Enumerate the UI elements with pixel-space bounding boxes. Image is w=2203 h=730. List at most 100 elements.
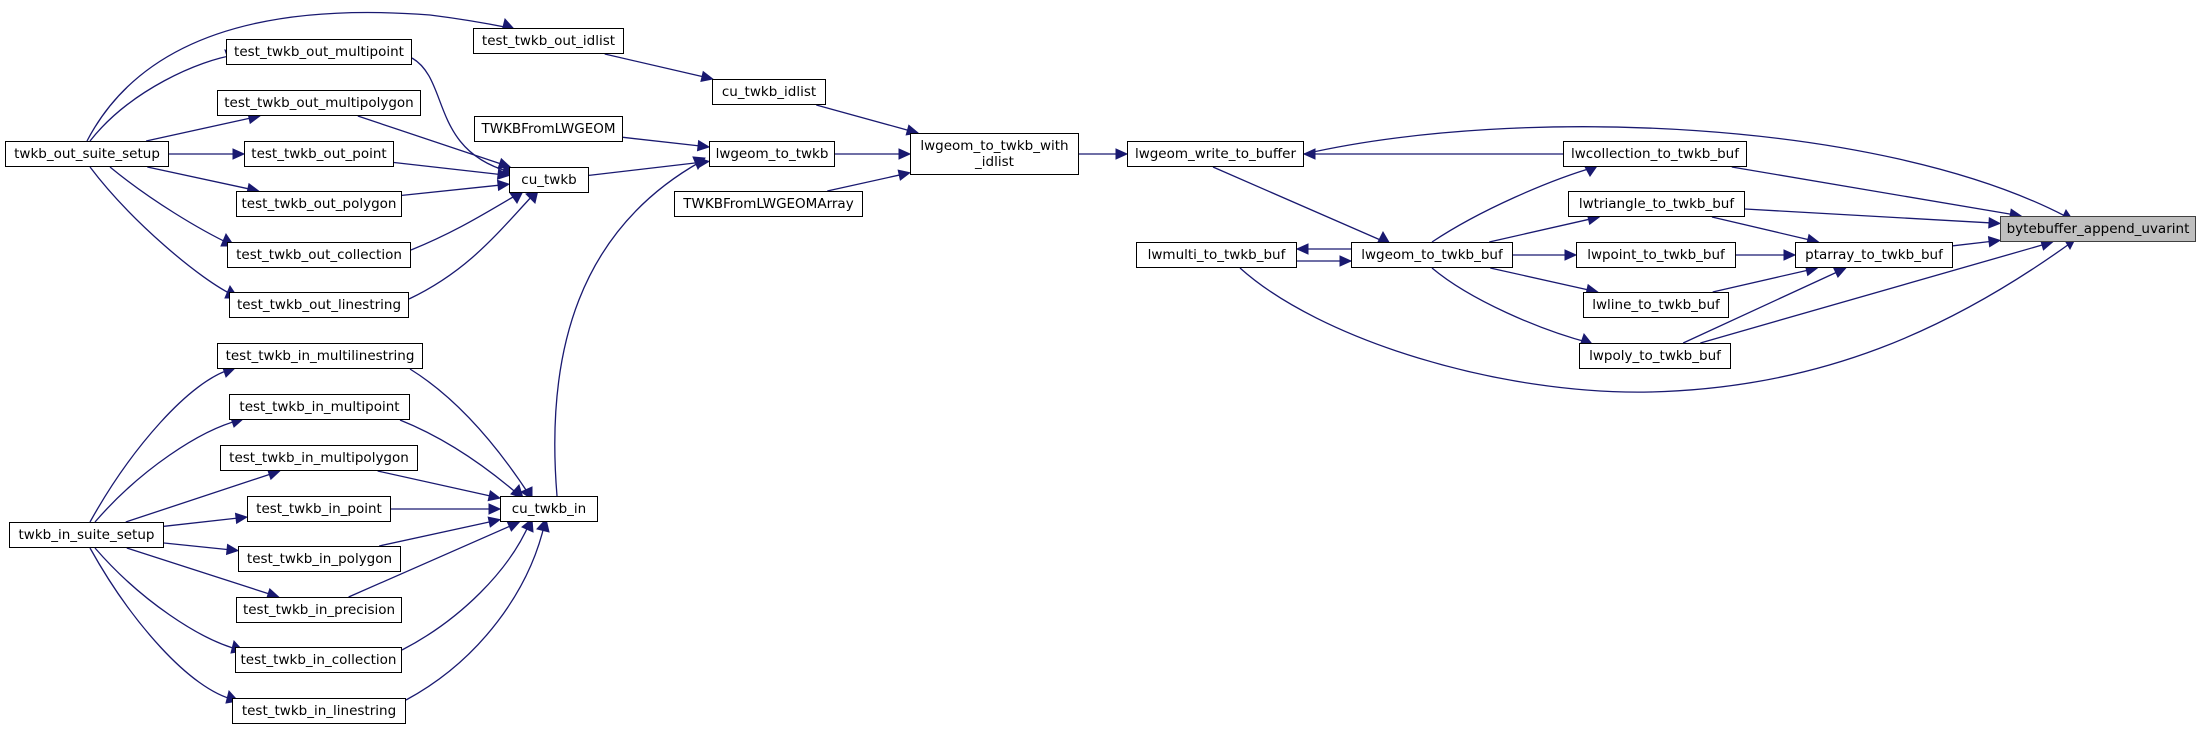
edge-test_twkb_in_multipoint-to-cu_twkb_in — [399, 419, 524, 499]
node-test_twkb_out_multipolygon[interactable]: test_twkb_out_multipolygon — [217, 90, 421, 116]
node-cu_twkb_idlist[interactable]: cu_twkb_idlist — [712, 79, 826, 105]
edge-line — [408, 192, 536, 300]
edge-arrowhead — [700, 70, 714, 83]
edge-line — [1952, 240, 1990, 247]
node-cu_twkb[interactable]: cu_twkb — [509, 167, 589, 193]
node-lwgeom_to_twkb_buf[interactable]: lwgeom_to_twkb_buf — [1351, 242, 1513, 268]
node-twkb_in_suite_setup[interactable]: twkb_in_suite_setup — [9, 522, 164, 548]
edge-twkb_out_suite_setup-to-test_twkb_out_multipoint — [89, 49, 239, 142]
node-test_twkb_out_multipoint[interactable]: test_twkb_out_multipoint — [226, 39, 412, 65]
node-test_twkb_in_point[interactable]: test_twkb_in_point — [247, 496, 391, 522]
node-test_twkb_out_idlist[interactable]: test_twkb_out_idlist — [473, 28, 624, 54]
node-test_twkb_in_multilinestring[interactable]: test_twkb_in_multilinestring — [217, 343, 423, 369]
edge-line — [125, 473, 270, 523]
node-lwgeom_to_twkb[interactable]: lwgeom_to_twkb — [709, 141, 835, 167]
node-test_twkb_out_polygon[interactable]: test_twkb_out_polygon — [236, 191, 402, 217]
edge-line — [89, 547, 236, 701]
edge-line — [126, 547, 269, 595]
node-test_twkb_out_collection[interactable]: test_twkb_out_collection — [227, 242, 411, 268]
edge-line — [1700, 244, 2043, 344]
edge-arrowhead — [1988, 217, 2002, 229]
edge-lwgeom_to_twkb_buf-to-lwpoly_to_twkb_buf — [1431, 267, 1593, 347]
edge-arrowhead — [521, 518, 534, 533]
node-lwpoly_to_twkb_buf[interactable]: lwpoly_to_twkb_buf — [1579, 343, 1731, 369]
edge-lwpoly_to_twkb_buf-to-ptarray_to_twkb_buf — [1682, 267, 1847, 344]
edge-line — [163, 517, 237, 527]
edge-line — [145, 117, 250, 142]
edge-arrowhead — [487, 516, 502, 528]
edge-line — [1712, 269, 1807, 293]
edge-test_twkb_in_multipolygon-to-cu_twkb_in — [377, 470, 502, 502]
edge-arrowhead — [496, 168, 511, 180]
edge-arrowhead — [1295, 243, 1309, 255]
node-lwmulti_to_twkb_buf[interactable]: lwmulti_to_twkb_buf — [1136, 242, 1297, 268]
edge-line — [89, 368, 233, 523]
node-ptarray_to_twkb_buf[interactable]: ptarray_to_twkb_buf — [1795, 242, 1953, 268]
edge-line — [410, 192, 521, 251]
node-test_twkb_in_polygon[interactable]: test_twkb_in_polygon — [238, 546, 401, 572]
edge-line — [357, 115, 500, 165]
edge-arrowhead — [536, 517, 550, 533]
edge-arrowhead — [1302, 148, 1316, 160]
edge-line — [816, 104, 908, 131]
node-test_twkb_in_precision[interactable]: test_twkb_in_precision — [236, 597, 402, 623]
edge-arrowhead — [234, 512, 249, 525]
edge-line — [163, 542, 228, 551]
node-lwgeom_to_twkb_with_idlist[interactable]: lwgeom_to_twkb_with _idlist — [910, 133, 1079, 175]
node-twkb_out_suite_setup[interactable]: twkb_out_suite_setup — [5, 141, 169, 167]
edge-test_twkb_in_linestring-to-cu_twkb_in — [405, 517, 550, 701]
edge-arrowhead — [496, 179, 511, 192]
node-TWKBFromLWGEOMArray[interactable]: TWKBFromLWGEOMArray — [674, 191, 863, 217]
edge-arrowhead — [692, 156, 706, 171]
edge-line — [622, 136, 699, 147]
edge-cu_twkb-to-lwgeom_to_twkb — [588, 156, 711, 176]
node-test_twkb_out_point[interactable]: test_twkb_out_point — [244, 141, 394, 167]
edge-line — [1431, 267, 1591, 344]
node-lwline_to_twkb_buf[interactable]: lwline_to_twkb_buf — [1583, 292, 1729, 318]
edge-test_twkb_out_collection-to-cu_twkb — [410, 190, 524, 251]
node-lwtriangle_to_twkb_buf[interactable]: lwtriangle_to_twkb_buf — [1568, 191, 1745, 217]
edge-arrowhead — [497, 157, 512, 169]
node-test_twkb_in_multipolygon[interactable]: test_twkb_in_multipolygon — [220, 445, 418, 471]
node-test_twkb_in_multipoint[interactable]: test_twkb_in_multipoint — [229, 394, 410, 420]
edge-arrowhead — [232, 148, 246, 160]
edge-line — [89, 166, 236, 297]
edge-arrowhead — [506, 521, 521, 532]
edge-lwmulti_to_twkb_buf-to-lwgeom_to_twkb_buf — [1297, 255, 1353, 267]
edge-line — [94, 419, 241, 523]
node-TWKBFromLWGEOM[interactable]: TWKBFromLWGEOM — [474, 116, 623, 142]
edge-twkb_in_suite_setup-to-test_twkb_in_linestring — [89, 547, 239, 704]
edge-twkb_in_suite_setup-to-test_twkb_in_point — [163, 512, 249, 527]
edge-line — [109, 166, 233, 246]
node-lwpoint_to_twkb_buf[interactable]: lwpoint_to_twkb_buf — [1576, 242, 1736, 268]
node-test_twkb_in_linestring[interactable]: test_twkb_in_linestring — [232, 698, 406, 724]
node-lwcollection_to_twkb_buf[interactable]: lwcollection_to_twkb_buf — [1563, 141, 1747, 167]
edge-twkb_out_suite_setup-to-test_twkb_out_collection — [109, 166, 235, 247]
edge-cu_twkb_in-to-lwgeom_to_twkb — [554, 156, 706, 497]
edge-lwgeom_to_twkb_buf-to-lwmulti_to_twkb_buf — [1295, 243, 1351, 255]
edge-lwgeom_to_twkb_buf-to-lwline_to_twkb_buf — [1490, 267, 1599, 296]
edge-arrowhead — [267, 469, 281, 481]
edge-line — [827, 174, 900, 192]
edge-lwgeom_to_twkb_with_idlist-to-lwgeom_write_to_buffer — [1079, 148, 1129, 160]
edge-twkb_out_suite_setup-to-test_twkb_out_multipolygon — [145, 112, 262, 142]
edge-arrowhead — [897, 169, 912, 181]
edge-test_twkb_in_collection-to-cu_twkb_in — [401, 518, 534, 651]
edge-line — [1303, 126, 2066, 217]
edge-line — [401, 184, 499, 196]
node-test_twkb_in_collection[interactable]: test_twkb_in_collection — [235, 647, 402, 673]
node-lwgeom_write_to_buffer[interactable]: lwgeom_write_to_buffer — [1127, 141, 1304, 167]
node-cu_twkb_in[interactable]: cu_twkb_in — [500, 496, 598, 522]
edge-arrowhead — [225, 543, 240, 556]
edge-lwgeom_to_twkb_buf-to-lwpoint_to_twkb_buf — [1513, 249, 1578, 261]
edge-line — [399, 419, 521, 497]
edge-arrowhead — [1783, 249, 1797, 261]
edge-lwpoint_to_twkb_buf-to-ptarray_to_twkb_buf — [1736, 249, 1797, 261]
edge-arrowhead — [1564, 249, 1578, 261]
node-test_twkb_out_linestring[interactable]: test_twkb_out_linestring — [229, 292, 409, 318]
edge-test_twkb_out_idlist-to-cu_twkb_idlist — [604, 53, 714, 83]
edge-test_twkb_out_multipolygon-to-cu_twkb — [357, 115, 512, 169]
edge-test_twkb_out_linestring-to-cu_twkb — [408, 189, 539, 300]
